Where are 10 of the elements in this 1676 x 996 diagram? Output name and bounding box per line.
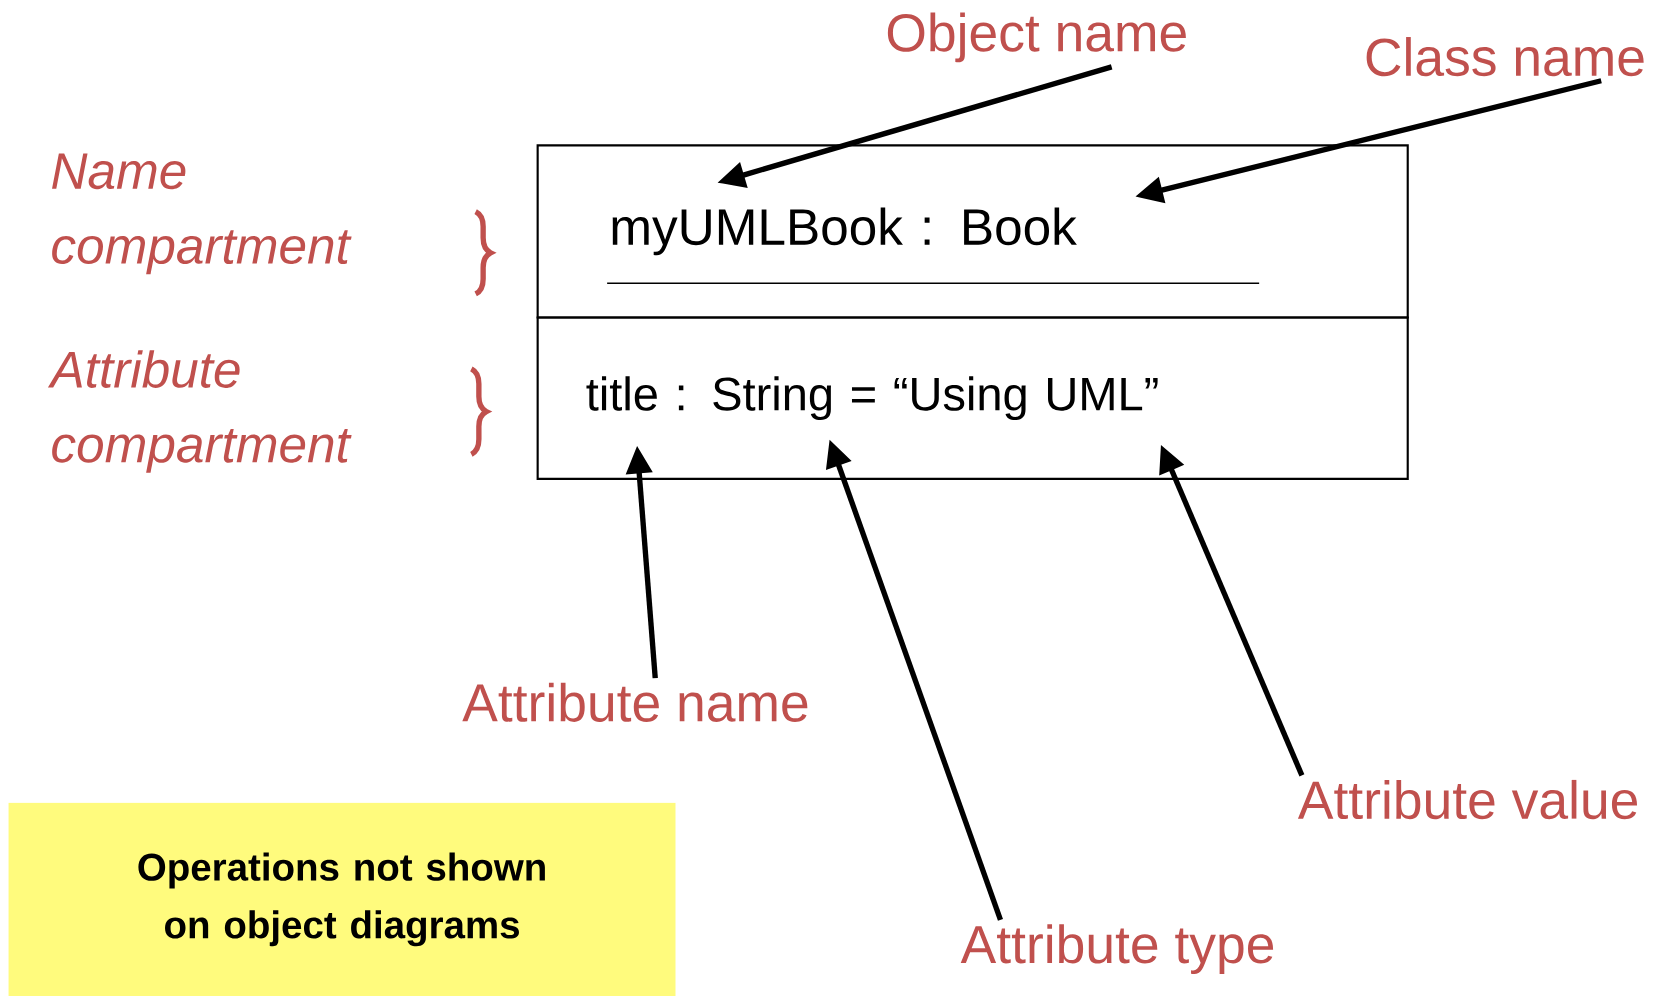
note-box: Operations not shown on object diagrams [8, 802, 676, 996]
callout-label: Attribute type [960, 924, 1274, 974]
compartment-label: Name compartment [52, 153, 352, 275]
class-compartment: myUMLBook : Book [536, 144, 1409, 319]
callout-label: Object name [887, 12, 1186, 63]
callout-label: Attribute value [1297, 779, 1637, 820]
class-compartment: title : String = “Using UML” [536, 316, 1409, 480]
compartment-label: Attribute compartment [47, 350, 352, 473]
callout-label: Attribute name [462, 682, 808, 722]
callout-label: Class name [1366, 36, 1644, 77]
